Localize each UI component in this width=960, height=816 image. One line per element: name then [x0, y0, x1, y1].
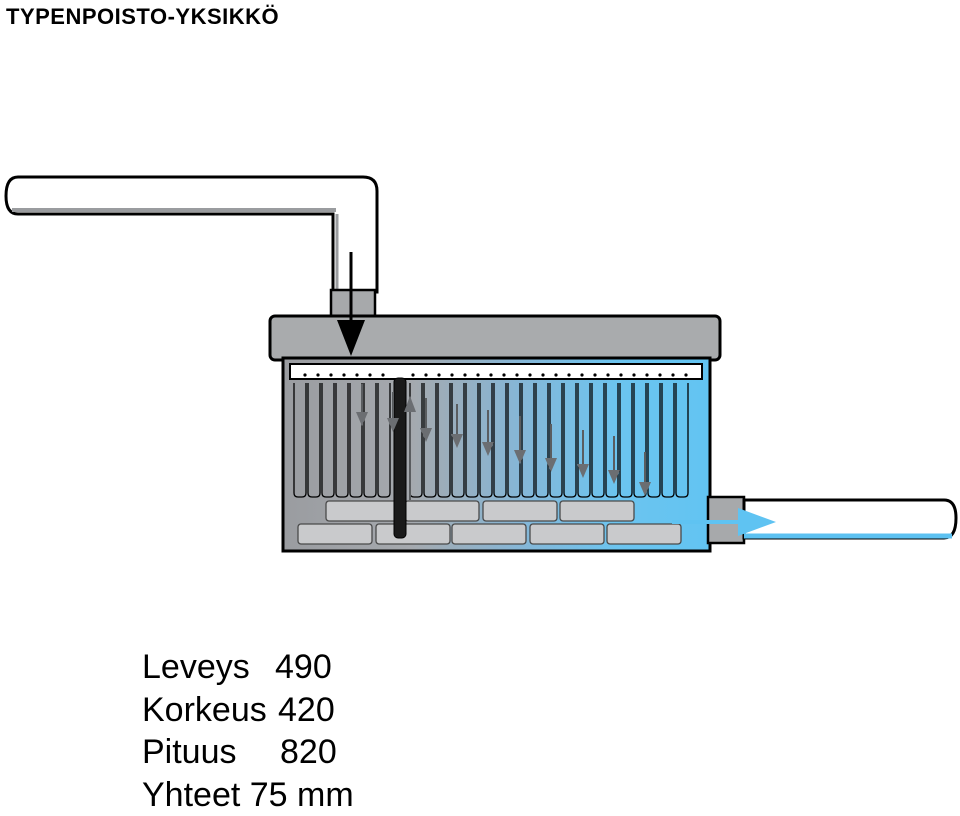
- spec-length-label: Pituus: [142, 731, 237, 774]
- spec-height-value: 420: [278, 689, 335, 732]
- tank: [283, 358, 710, 551]
- spec-length-value: 820: [280, 731, 337, 774]
- unit-diagram: [0, 0, 960, 620]
- outlet-pipe: [672, 497, 956, 543]
- spec-height-label: Korkeus: [142, 689, 267, 732]
- lid: [270, 316, 720, 360]
- spec-width-value: 490: [275, 646, 332, 689]
- inlet-pipe: [6, 177, 377, 318]
- spec-width-label: Leveys: [142, 646, 250, 689]
